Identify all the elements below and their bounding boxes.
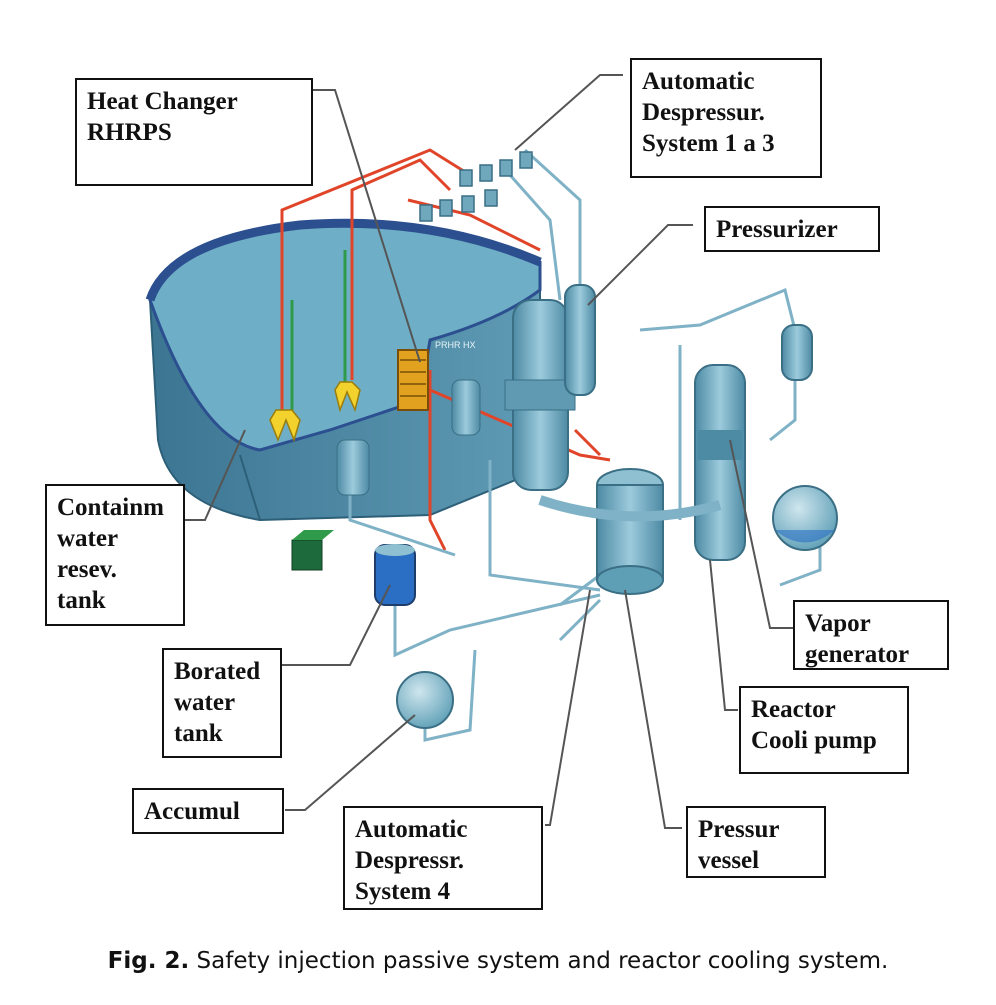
figure-caption: Fig. 2. Safety injection passive system … (0, 948, 996, 974)
tank-rim (145, 218, 542, 302)
label-ads-4: Automatic Despressr. System 4 (343, 806, 543, 910)
label-reactor-cooling-pump: Reactor Cooli pump (739, 686, 909, 774)
pump-block (291, 530, 334, 571)
rhrhx-text: PRHR HX (435, 340, 476, 350)
reactor-pressure-vessel (538, 468, 722, 595)
figure-number: Fig. 2. (107, 948, 190, 974)
leader-lines (185, 74, 793, 829)
heat-exchanger: PRHR HX (397, 340, 476, 411)
green-pipes (290, 250, 347, 410)
pressurizer (564, 284, 596, 396)
vapor-generator (694, 364, 746, 561)
right-sphere-tank (772, 485, 838, 551)
label-containment-tank: Containm water resev. tank (45, 484, 185, 626)
borated-water-tank (374, 544, 416, 606)
label-vapor-generator: Vapor generator (793, 600, 949, 670)
accumulator-sphere (396, 671, 454, 729)
label-borated-tank: Borated water tank (162, 648, 282, 758)
steel-pipes (348, 148, 822, 742)
core-makeup-tank (504, 299, 576, 491)
label-pressure-vessel: Pressur vessel (686, 806, 826, 878)
tank-inner-wall (239, 454, 261, 521)
label-heat-changer: Heat Changer RHRPS (75, 78, 313, 186)
containment-water-tank (145, 218, 542, 522)
figure-caption-text: Safety injection passive system and reac… (196, 948, 889, 974)
top-right-tank (781, 324, 813, 381)
label-ads-1-3: Automatic Despressur. System 1 a 3 (630, 58, 822, 178)
label-accumulator: Accumul (132, 788, 284, 834)
underwater-tanks (336, 379, 481, 496)
ads-valves-top (419, 151, 533, 222)
spargers (269, 381, 361, 443)
label-pressurizer: Pressurizer (704, 206, 880, 252)
